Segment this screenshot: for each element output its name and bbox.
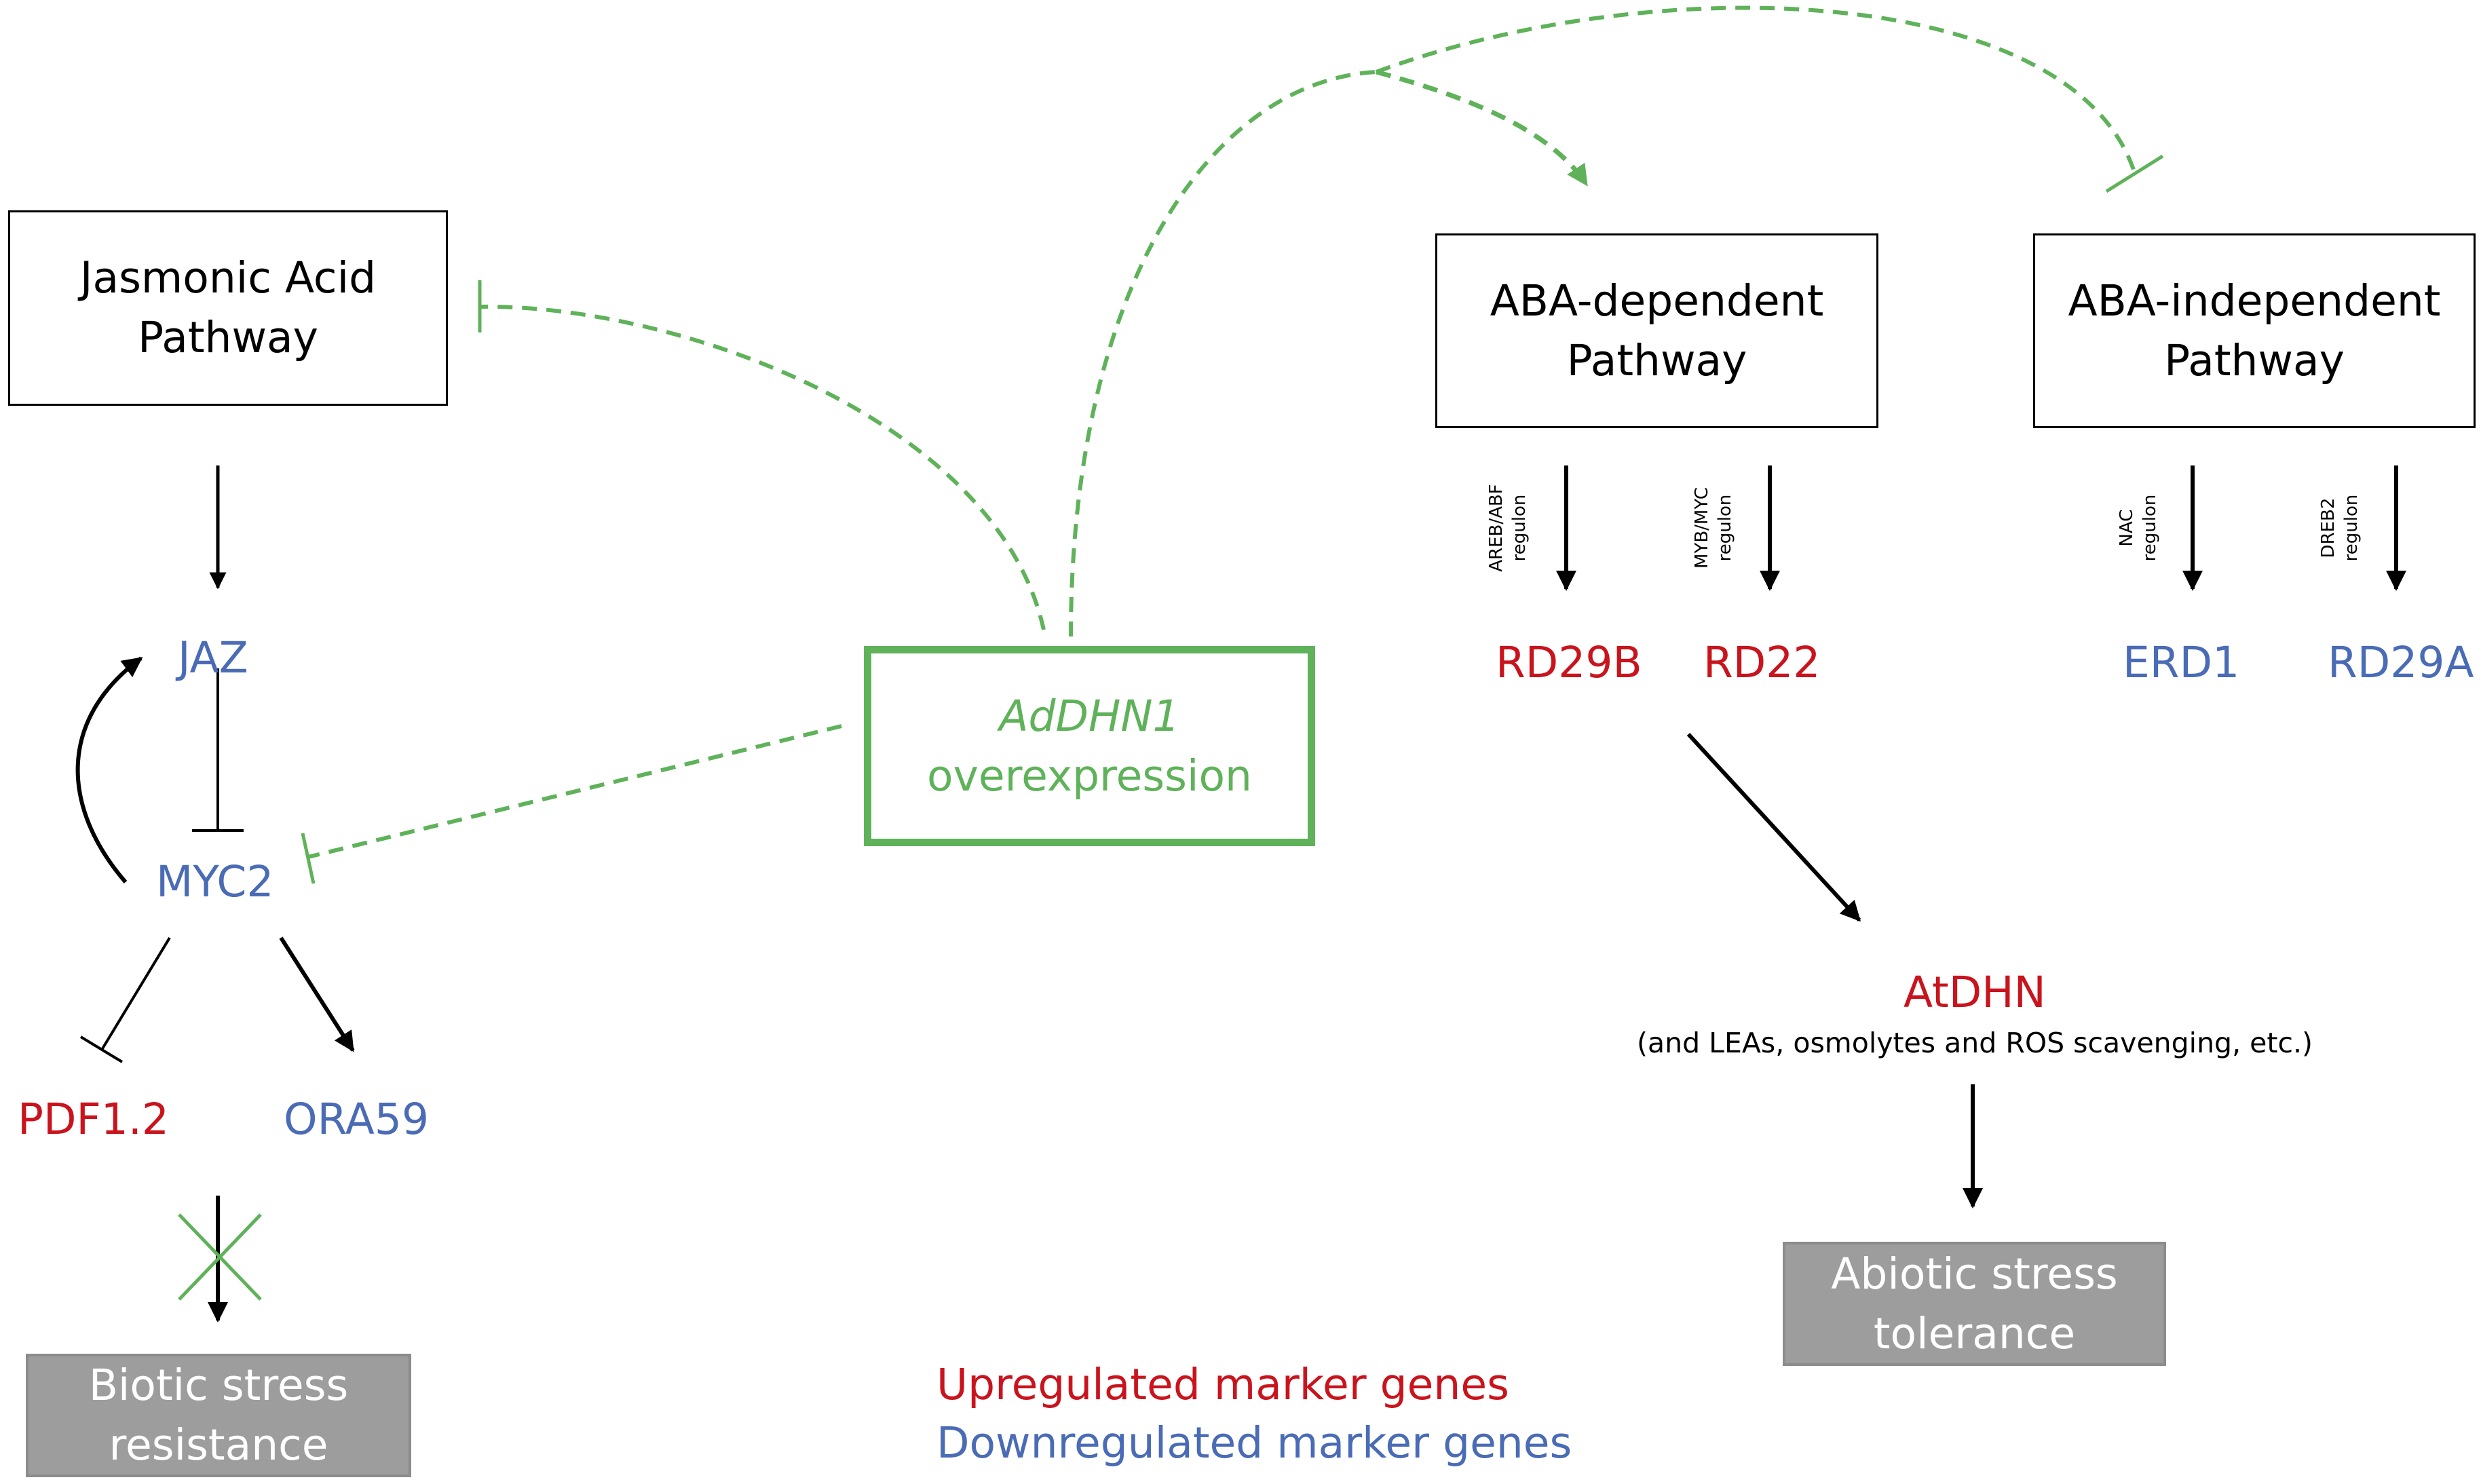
- legend: Upregulated marker genes Downregulated m…: [936, 1356, 1572, 1472]
- block-cross-2: [178, 1213, 262, 1301]
- adhn1-overexpression-box: AdDHN1 overexpression: [864, 646, 1315, 846]
- aba-dependent-line1: ABA-dependent: [1490, 275, 1824, 326]
- inhibit-adhn1-to-ja: [479, 304, 1046, 630]
- inhibit-adhn1-to-myc2-bar: [301, 833, 316, 884]
- inhibit-adhn1-to-myc2: [307, 724, 842, 859]
- aba-independent-line2: Pathway: [2164, 335, 2345, 385]
- biotic-line1: Biotic stress: [88, 1361, 349, 1410]
- inhibit-myc2-to-pdf12-bar: [79, 1035, 124, 1063]
- aba-independent-line1: ABA-independent: [2068, 275, 2441, 326]
- aba-independent-pathway-box: ABA-independent Pathway: [2033, 233, 2476, 428]
- regulon-dreb-line1: DREB2: [2318, 497, 2338, 558]
- abiotic-stress-tolerance-box: Abiotic stress tolerance: [1783, 1242, 2166, 1366]
- regulon-myb-line1: MYB/MYC: [1692, 487, 1712, 569]
- arrow-myc2-to-ora59: [279, 936, 355, 1052]
- regulon-myb-myc: MYB/MYC regulon: [1690, 487, 1737, 569]
- aba-dependent-pathway-box: ABA-dependent Pathway: [1435, 233, 1878, 428]
- inhibit-adhn1-to-aba-independent: [1375, 5, 2136, 170]
- regulon-nac-line2: regulon: [2140, 494, 2160, 562]
- legend-upregulated: Upregulated marker genes: [936, 1360, 1509, 1409]
- inhibit-adhn1-to-aba-independent-bar: [2105, 154, 2164, 193]
- atdhn-detail-note: (and LEAs, osmolytes and ROS scavenging,…: [1636, 1027, 2313, 1059]
- abiotic-line1: Abiotic stress: [1831, 1249, 2118, 1299]
- biotic-stress-resistance-box: Biotic stress resistance: [26, 1354, 411, 1477]
- regulon-nac-line1: NAC: [2117, 509, 2137, 547]
- regulon-dreb-line2: regulon: [2341, 494, 2362, 562]
- arrow-rd-to-atdhn: [1686, 732, 1861, 922]
- gene-erd1: ERD1: [2123, 638, 2240, 687]
- adhn1-aba-trunk: [1069, 70, 1377, 637]
- gene-pdf12: PDF1.2: [18, 1095, 169, 1144]
- adhn1-overexpression-label: overexpression: [927, 750, 1252, 801]
- regulon-areb-line1: AREB/ABF: [1486, 484, 1507, 572]
- arrow-adhn1-to-aba-dependent: [1376, 69, 1589, 187]
- gene-myc2: MYC2: [156, 857, 274, 907]
- regulon-nac: NAC regulon: [2115, 495, 2161, 562]
- gene-ora59: ORA59: [284, 1095, 430, 1144]
- jasmonic-box-line2: Pathway: [138, 313, 318, 362]
- regulon-areb-abf: AREB/ABF regulon: [1485, 484, 1531, 571]
- gene-jaz: JAZ: [178, 633, 248, 683]
- jasmonic-box-line1: Jasmonic Acid: [79, 253, 377, 303]
- gene-rd29a: RD29A: [2328, 638, 2474, 687]
- legend-downregulated: Downregulated marker genes: [936, 1418, 1572, 1468]
- gene-rd29b: RD29B: [1496, 638, 1642, 687]
- gene-rd22: RD22: [1703, 638, 1821, 687]
- regulon-dreb2: DREB2 regulon: [2317, 495, 2363, 562]
- inhibit-myc2-to-pdf12: [100, 936, 171, 1051]
- aba-dependent-line2: Pathway: [1566, 335, 1747, 385]
- regulon-myb-line2: regulon: [1715, 494, 1735, 562]
- biotic-line2: resistance: [109, 1420, 328, 1470]
- gene-atdhn: AtDHN: [1904, 968, 2046, 1017]
- abiotic-line2: tolerance: [1873, 1308, 2076, 1358]
- jasmonic-acid-pathway-box: Jasmonic Acid Pathway: [8, 210, 448, 406]
- arrow-myc2-to-jaz-feedback: [75, 656, 143, 883]
- regulon-areb-line2: regulon: [1509, 494, 1530, 562]
- adhn1-gene-name: AdDHN1: [999, 691, 1180, 741]
